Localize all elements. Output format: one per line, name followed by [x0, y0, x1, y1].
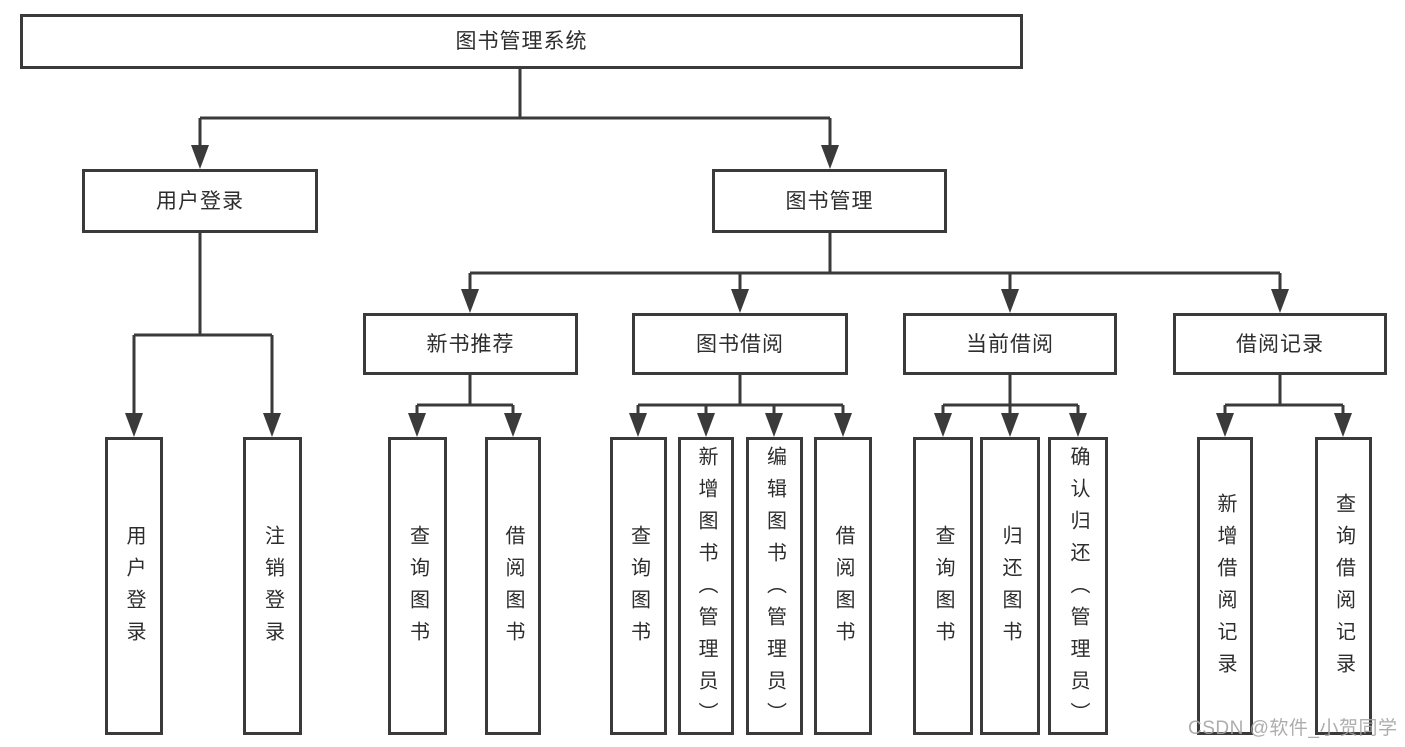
- node-user-login: 用户登录: [82, 169, 318, 233]
- node-leaf-return-book: 归还图书: [980, 437, 1040, 735]
- node-book-borrowing: 图书借阅: [632, 313, 848, 375]
- node-book-management: 图书管理: [712, 169, 947, 233]
- node-leaf-add-book-admin: 新增图书（管理员）: [678, 437, 734, 735]
- node-library-management-system: 图书管理系统: [20, 14, 1023, 69]
- node-leaf-query-borrow-record: 查询借阅记录: [1315, 437, 1372, 735]
- node-leaf-logout: 注销登录: [243, 437, 302, 735]
- csdn-watermark: CSDN @软件_小贺同学: [1188, 718, 1398, 739]
- node-leaf-borrow-book: 借阅图书: [814, 437, 872, 735]
- node-leaf-borrow-books-recommend: 借阅图书: [485, 437, 541, 735]
- node-leaf-edit-book-admin: 编辑图书（管理员）: [746, 437, 803, 735]
- node-leaf-user-login: 用户登录: [105, 437, 163, 735]
- node-borrowing-records: 借阅记录: [1173, 313, 1387, 375]
- node-current-borrowing: 当前借阅: [903, 313, 1117, 375]
- node-leaf-query-books-borrow: 查询图书: [610, 437, 667, 735]
- node-leaf-confirm-return-admin: 确认归还（管理员）: [1048, 437, 1108, 735]
- node-new-book-recommendation: 新书推荐: [363, 313, 578, 375]
- node-leaf-query-books-current: 查询图书: [913, 437, 973, 735]
- node-leaf-add-borrow-record: 新增借阅记录: [1197, 437, 1253, 735]
- node-leaf-query-books-recommend: 查询图书: [388, 437, 447, 735]
